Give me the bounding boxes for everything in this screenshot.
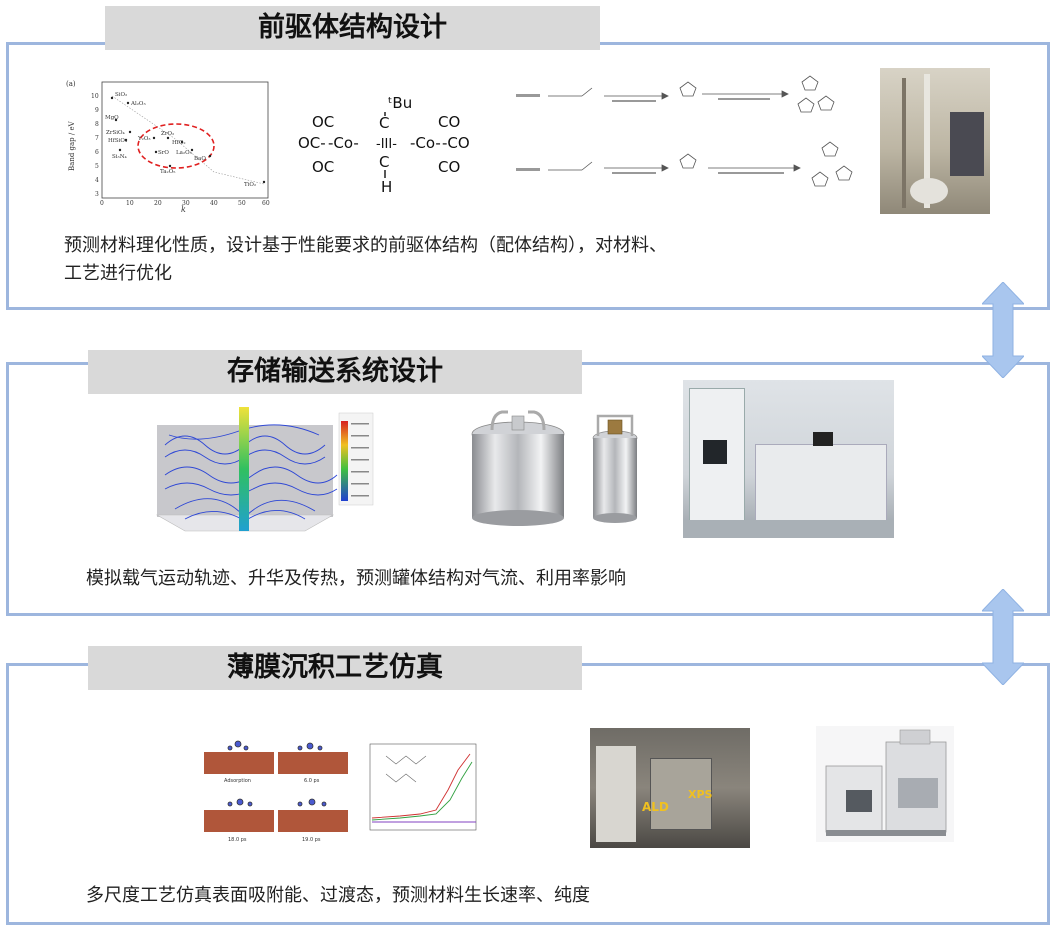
molecule-metal: -Co- [410, 134, 441, 152]
plot-point-label: Y₂O₃ [137, 136, 151, 142]
molecule-metal: -Co- [328, 134, 359, 152]
molecule-co: OC [312, 113, 334, 131]
y-tick: 8 [95, 121, 99, 128]
molecule-co: CO [438, 113, 460, 131]
section-description-deposition: 多尺度工艺仿真表面吸附能、过渡态，预测材料生长速率、纯度 [86, 885, 590, 906]
y-tick: 7 [95, 135, 99, 142]
plot-xlabel: k [181, 205, 186, 214]
molecule-top-label: ᵗBu [388, 94, 412, 112]
plot-point-label: ZrO₂ [161, 131, 174, 137]
y-tick: 4 [95, 177, 99, 184]
section-title-storage: 存储输送系统设计 [88, 350, 582, 394]
section-description-storage: 模拟载气运动轨迹、升华及传热，预测罐体结构对气流、利用率影响 [86, 568, 626, 589]
plot-point-label: HfSiO₄ [108, 138, 128, 144]
molecule-co: CO [438, 158, 460, 176]
description-line: 工艺进行优化 [64, 263, 172, 284]
double-arrow-icon [982, 589, 1024, 685]
y-tick: 3 [95, 191, 99, 198]
svg-text:C: C [379, 114, 389, 132]
x-tick: 10 [126, 200, 134, 207]
plot-ylabel: Band gap / eV [68, 120, 76, 171]
plot-point-label: MgO [105, 115, 119, 121]
molecule-co: OC- [298, 134, 326, 152]
plot-point-label: Ta₂O₅ [160, 169, 175, 175]
x-tick: 40 [210, 200, 218, 207]
y-tick: 5 [95, 163, 99, 170]
x-tick: 60 [262, 200, 270, 207]
ald-xps-equipment-photo: ALD XPS [590, 728, 750, 848]
plot-point-label: SiO₂ [115, 92, 127, 98]
synthesis-reaction-scheme [512, 68, 868, 218]
delivery-system-photo [683, 380, 894, 538]
plot-point-label: TiO₂ [244, 182, 256, 188]
snapshot-label: Adsorption [224, 778, 251, 784]
description-line: 预测材料理化性质，设计基于性能要求的前驱体结构（配体结构），对材料、 [64, 235, 667, 256]
plot-point-label: ZrSiO₄ [106, 130, 125, 136]
precursor-molecule-diagram: ᵗBu OC OC- OC -Co- -Co- CO -CO CO H C C … [298, 94, 470, 196]
xps-label: XPS [688, 788, 713, 801]
plot-point-label: Si₃N₄ [112, 154, 128, 160]
y-tick: 10 [91, 93, 99, 100]
x-tick: 0 [100, 200, 104, 207]
plot-point-label: BaO [194, 156, 206, 162]
snapshot-label: 6.0 ps [304, 778, 320, 784]
y-tick: 9 [95, 107, 99, 114]
svg-text:-III-: -III- [376, 137, 397, 152]
plot-point-label: La₂O₃ [176, 150, 192, 156]
x-tick: 20 [154, 200, 162, 207]
x-tick: 50 [238, 200, 246, 207]
snapshot-label: 19.0 ps [302, 837, 321, 843]
band-gap-plot: (a) Band gap / eV k 0 10 20 30 40 50 60 … [64, 76, 274, 214]
plot-panel-label: (a) [66, 80, 76, 88]
snapshot-label: 18.0 ps [228, 837, 247, 843]
small-precursor-canister [592, 414, 638, 523]
molecule-bottom-label: H [381, 178, 392, 196]
y-tick: 6 [95, 149, 99, 156]
double-arrow-icon [982, 282, 1024, 378]
molecule-co: -CO [442, 134, 470, 152]
plot-point-label: SrO [158, 150, 169, 156]
plot-point-label: HfO₂ [172, 140, 186, 146]
deposition-tool-photo [816, 726, 954, 842]
section-description-precursor: 预测材料理化性质，设计基于性能要求的前驱体结构（配体结构），对材料、 工艺进行优… [64, 232, 864, 288]
section-title-precursor: 前驱体结构设计 [105, 6, 600, 50]
large-precursor-canister [471, 410, 565, 526]
ald-label: ALD [642, 800, 669, 814]
carrier-gas-flow-simulation [155, 405, 377, 535]
x-tick: 30 [182, 200, 190, 207]
lab-apparatus-photo [880, 68, 990, 214]
molecule-co: OC [312, 158, 334, 176]
plot-point-label: Al₂O₃ [130, 101, 146, 107]
section-title-deposition: 薄膜沉积工艺仿真 [88, 646, 582, 690]
svg-text:C: C [379, 153, 389, 171]
adsorption-simulation-figure: Adsorption 6.0 ps 18.0 ps 19.0 ps [200, 730, 482, 845]
